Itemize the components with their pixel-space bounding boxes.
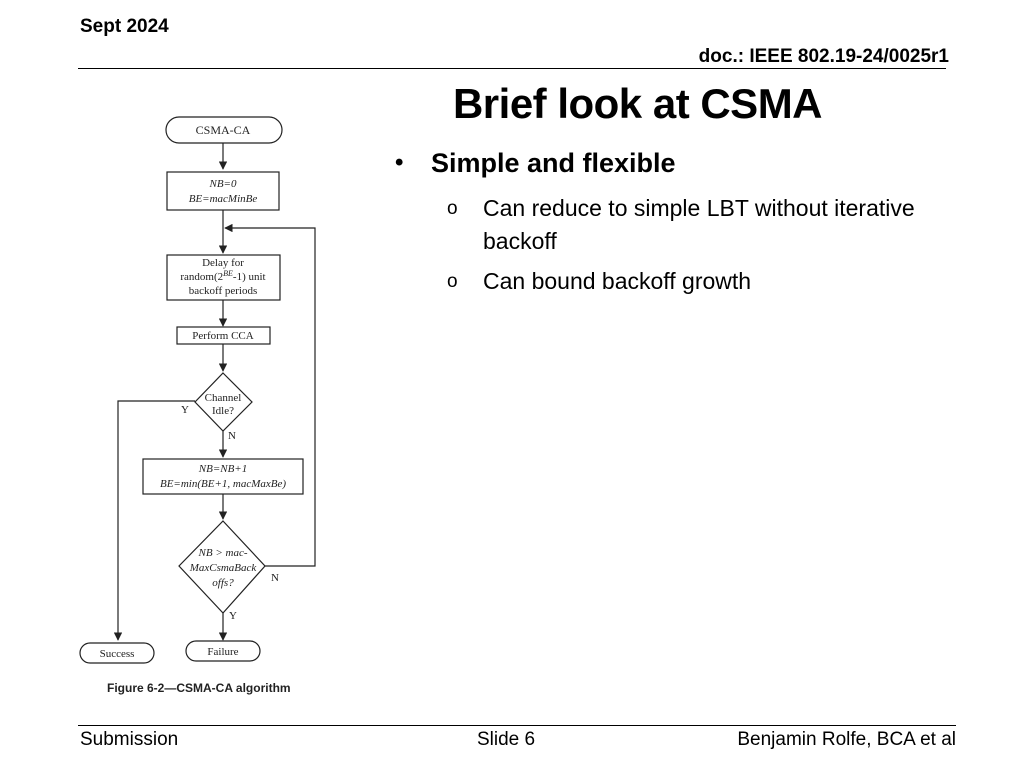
- node-delay: [166, 254, 281, 301]
- sub-bullet-list: o Can reduce to simple LBT without itera…: [395, 192, 955, 298]
- idle-yes-label: Y: [181, 404, 189, 416]
- node-success-label: Success: [100, 648, 135, 660]
- sub-bullet-2: o Can bound backoff growth: [395, 265, 955, 298]
- node-delay-line1: Delay for: [202, 257, 244, 269]
- node-idle-line1: Channel: [205, 392, 242, 404]
- bullet-dot-icon: •: [395, 149, 404, 176]
- node-check-line2: MaxCsmaBack: [189, 562, 258, 574]
- header-doc-id: doc.: IEEE 802.19-24/0025r1: [698, 46, 949, 67]
- node-failure: [185, 640, 261, 662]
- check-yes-label: Y: [229, 610, 237, 622]
- node-check-max: [178, 520, 266, 614]
- node-failure-label: Failure: [207, 646, 238, 658]
- node-check-line1: NB > mac-: [198, 547, 248, 559]
- csma-ca-flowchart: CSMA-CA NB=0 BE=macMinBe Delay for rando…: [79, 116, 316, 664]
- footer-author: Benjamin Rolfe, BCA et al: [737, 729, 956, 750]
- idle-no-label: N: [228, 430, 236, 442]
- node-cca-label: Perform CCA: [192, 330, 253, 342]
- sub-bullet-ring-icon: o: [447, 198, 458, 219]
- node-start-label: CSMA-CA: [196, 123, 251, 137]
- check-no-label: N: [271, 572, 279, 584]
- node-check-line3: offs?: [212, 577, 234, 589]
- node-delay-line2-sup: BE: [223, 269, 233, 278]
- sub-bullet-1: o Can reduce to simple LBT without itera…: [395, 192, 955, 258]
- node-init-line1: NB=0: [209, 178, 237, 190]
- bullet-main: • Simple and flexible: [395, 146, 955, 180]
- node-update-line2: BE=min(BE+1, macMaxBe): [160, 478, 286, 490]
- node-success: [79, 642, 155, 664]
- edge-idle-yes-to-success: [113, 400, 195, 641]
- node-update: [142, 458, 304, 495]
- edge-check-no-loop: [224, 223, 316, 567]
- header-rule: [78, 68, 946, 69]
- footer-submission: Submission: [80, 729, 179, 750]
- node-channel-idle: [194, 372, 253, 432]
- figure-caption: Figure 6-2—CSMA-CA algorithm: [107, 681, 291, 695]
- node-init-line2: BE=macMinBe: [189, 193, 258, 205]
- node-start: [165, 116, 283, 144]
- node-delay-line2: random(2BE-1) unit: [180, 269, 265, 283]
- node-cca: [176, 326, 271, 345]
- footer-rule: [78, 725, 956, 726]
- node-delay-line2-prefix: random(2: [180, 271, 223, 283]
- header-date: Sept 2024: [80, 16, 169, 37]
- node-update-line1: NB=NB+1: [198, 463, 247, 475]
- bullet-main-text: Simple and flexible: [431, 148, 676, 178]
- node-init: [166, 171, 280, 211]
- footer-slide-number: Slide 6: [477, 729, 536, 750]
- slide-title: Brief look at CSMA: [452, 80, 823, 127]
- bullet-list: • Simple and flexible o Can reduce to si…: [395, 146, 955, 305]
- sub-bullet-2-text: Can bound backoff growth: [483, 268, 752, 294]
- node-idle-line2: Idle?: [212, 405, 234, 417]
- sub-bullet-ring-icon: o: [447, 271, 458, 292]
- sub-bullet-1-text: Can reduce to simple LBT without iterati…: [483, 195, 915, 254]
- node-delay-line3: backoff periods: [189, 285, 258, 297]
- node-delay-line2-suffix: -1) unit: [233, 271, 266, 283]
